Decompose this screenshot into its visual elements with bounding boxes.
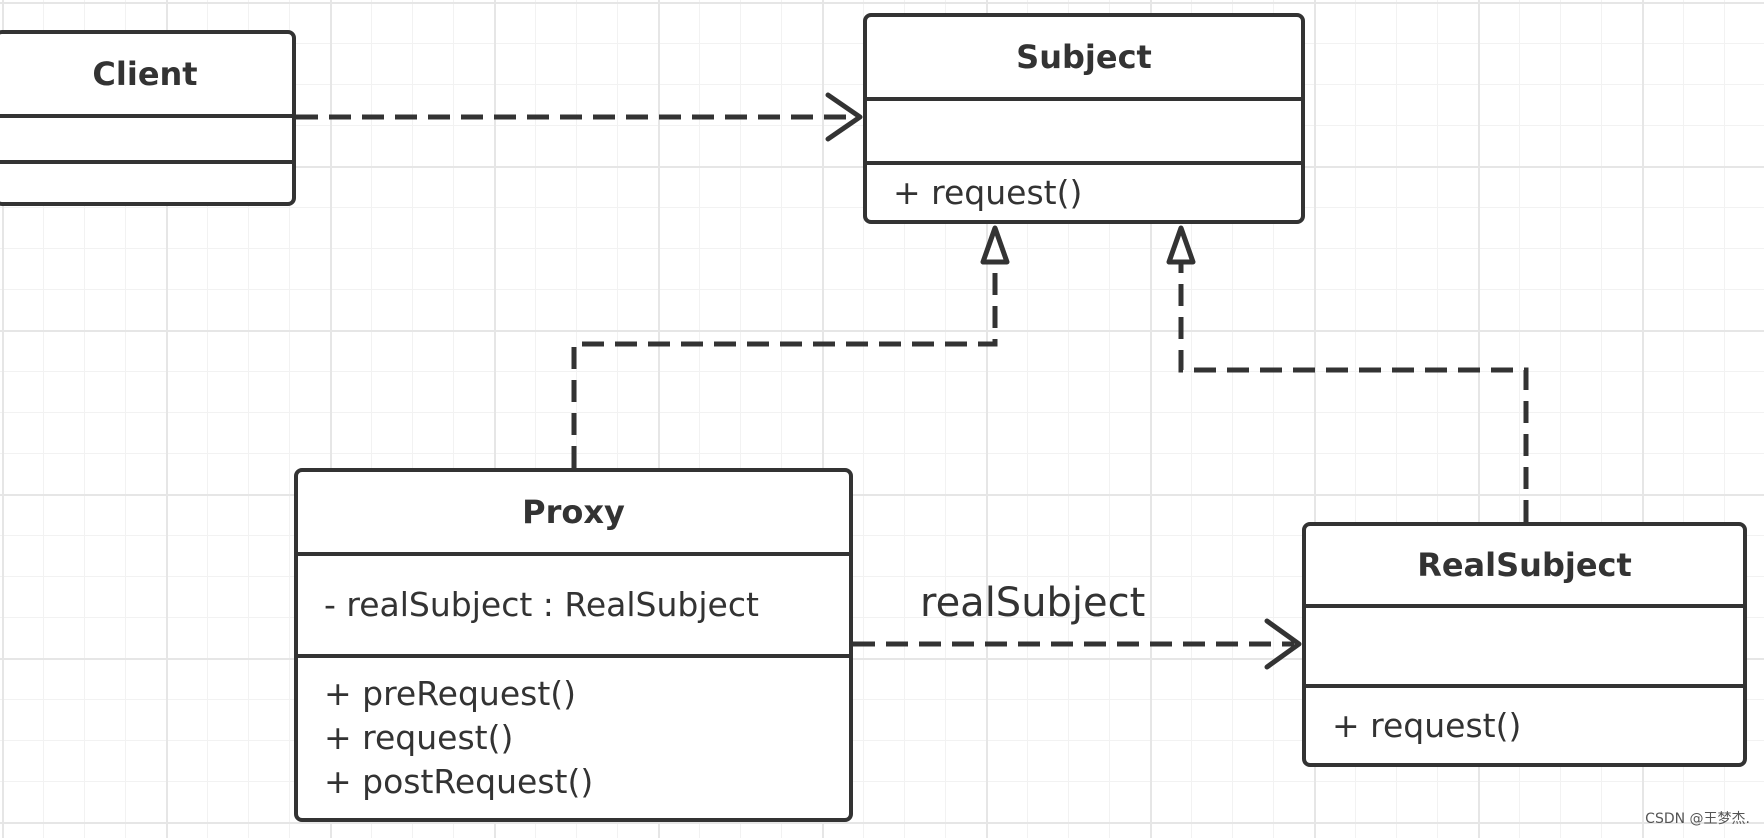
realization-triangle-proxy	[980, 225, 1010, 265]
realization-triangle-realsubject	[1166, 225, 1196, 265]
association-label: realSubject	[920, 580, 1146, 626]
association-arrowhead	[1264, 618, 1302, 670]
class-operations: + request()	[867, 165, 1301, 220]
operation: + request()	[1332, 705, 1522, 745]
class-attributes	[1306, 608, 1743, 688]
class-name: Client	[0, 34, 292, 118]
class-name: RealSubject	[1306, 526, 1743, 608]
class-subject[interactable]: Subject + request()	[863, 13, 1305, 224]
class-operations: + request()	[1306, 688, 1743, 763]
class-operations: + preRequest() + request() + postRequest…	[298, 658, 849, 818]
class-attributes: - realSubject : RealSubject	[298, 556, 849, 658]
dependency-arrowhead	[825, 92, 863, 142]
operation: + preRequest()	[324, 674, 577, 713]
class-attributes	[0, 118, 292, 164]
operation: + request()	[324, 718, 514, 757]
class-client[interactable]: Client	[0, 30, 296, 206]
realsubject-subject-realization-line	[1178, 262, 1529, 522]
class-operations	[0, 164, 292, 202]
attribute: - realSubject : RealSubject	[324, 585, 759, 624]
watermark: CSDN @王梦杰.	[1645, 811, 1750, 827]
operation: + request()	[893, 172, 1083, 212]
class-name: Subject	[867, 17, 1301, 101]
class-name: Proxy	[298, 472, 849, 556]
class-attributes	[867, 101, 1301, 165]
class-proxy[interactable]: Proxy - realSubject : RealSubject + preR…	[294, 468, 853, 822]
class-realsubject[interactable]: RealSubject + request()	[1302, 522, 1747, 767]
operation: + postRequest()	[324, 762, 594, 801]
proxy-subject-realization-line	[571, 262, 998, 468]
